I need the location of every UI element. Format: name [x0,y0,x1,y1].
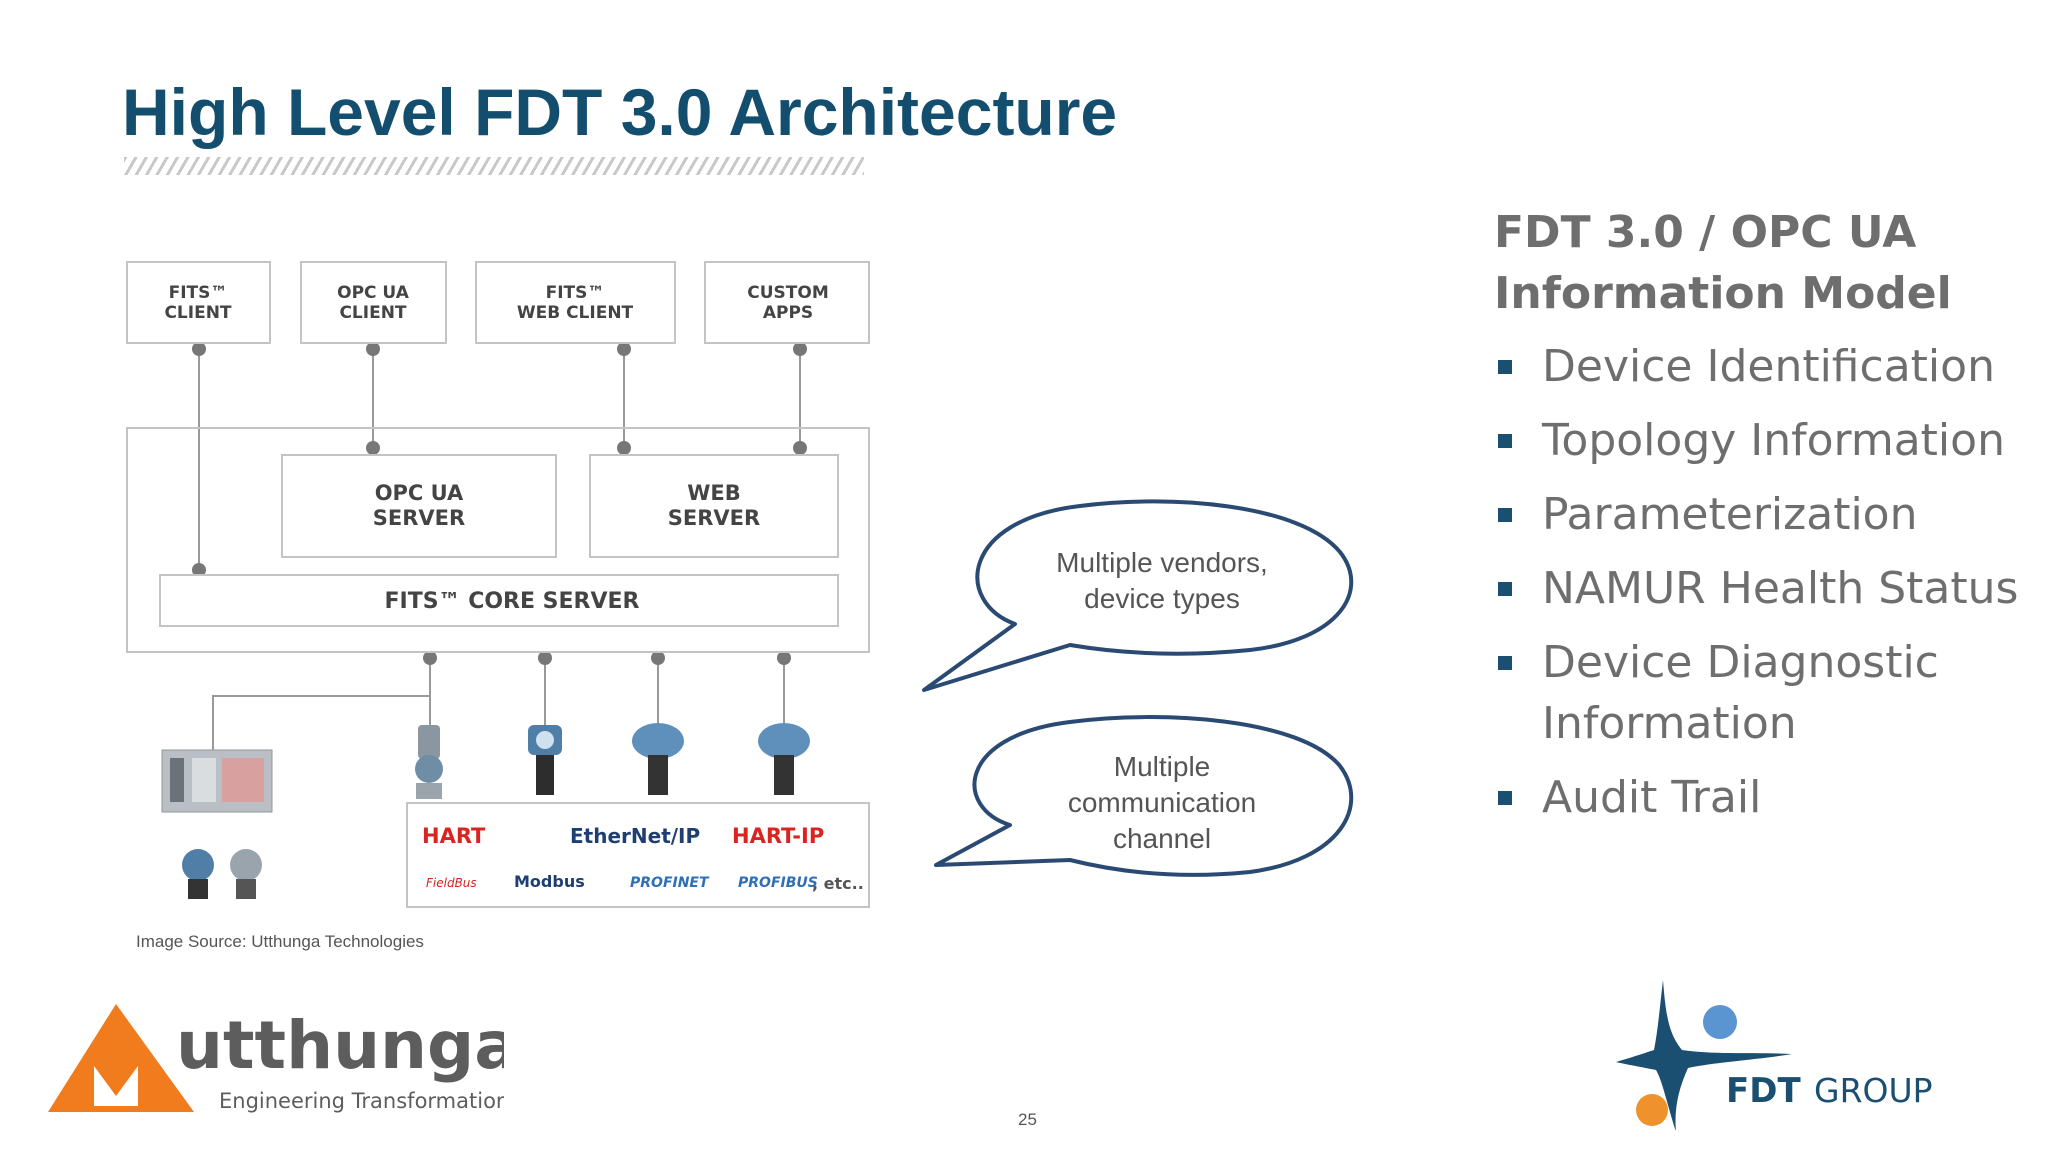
bullet-item: Parameterization [1494,484,2034,545]
server-label: SERVER [373,506,465,530]
bullet-item: Topology Information [1494,410,2034,471]
slide-title: High Level FDT 3.0 Architecture [122,75,1118,149]
field-device-icon [415,725,443,799]
field-device-icon [632,723,684,795]
client-box-opcua: OPC UA CLIENT [300,261,447,344]
protocol-ethernet-ip-logo: EtherNet/IP [570,824,700,848]
bullet-text: Topology Information [1542,415,2005,466]
bullet-item: Device Identification [1494,336,2034,397]
protocols-etc-label: , etc.. [812,874,864,893]
core-server-box: FITS™ CORE SERVER [159,574,839,627]
connector-dots [192,342,807,665]
protocol-profibus-logo: PROFIBUS [738,875,818,891]
bullet-square-icon [1498,791,1512,805]
protocols-box: HART EtherNet/IP HART-IP FieldBus Modbus… [406,802,870,908]
fdt-orange-dot-icon [1636,1094,1668,1126]
title-hatched-rule [124,157,864,175]
client-label: OPC UA [337,283,410,303]
protocol-modbus-logo: Modbus [514,872,585,891]
client-label: CLIENT [339,303,406,323]
protocol-fieldbus-logo: FieldBus [426,876,477,890]
bullet-text: Device Diagnostic Information [1542,637,1939,749]
bullet-square-icon [1498,360,1512,374]
bubble-vendors: Multiple vendors, device types [922,499,1354,692]
bullet-item: Device Diagnostic Information [1494,632,2034,754]
server-label: OPC UA [375,481,464,505]
client-label: CUSTOM [747,283,829,303]
client-label: FITS™ [169,283,228,303]
utthunga-logo-icon [48,1004,194,1112]
bullet-item: NAMUR Health Status [1494,558,2034,619]
page-number: 25 [1018,1110,1037,1129]
field-device-icon [528,725,562,795]
bubble-vendors-line1: Multiple vendors, [1056,547,1268,578]
client-box-web: FITS™ WEB CLIENT [475,261,676,344]
bullet-item: Audit Trail [1494,767,2034,828]
fdt-group-wordmark: GROUP [1814,1071,1933,1110]
bullet-text: Parameterization [1542,489,1918,540]
protocol-hart-logo: HART [422,824,486,848]
bullet-square-icon [1498,656,1512,670]
field-device-icon [758,723,810,795]
core-server-label: FITS™ CORE SERVER [384,589,639,614]
server-container [126,427,870,653]
bubble-channels-line1: Multiple [1114,751,1210,782]
utthunga-logo: utthunga Engineering Transformation [48,1004,504,1113]
web-server-box: WEB SERVER [589,454,839,558]
server-label: WEB [687,481,741,505]
info-panel-bullets: Device Identification Topology Informati… [1494,336,2034,841]
bullet-text: Audit Trail [1542,772,1762,823]
client-label: WEB CLIENT [517,303,634,323]
utthunga-wordmark: utthunga [176,1007,504,1084]
bubble-channels-line2: communication [1068,787,1256,818]
bullet-text: Device Identification [1542,341,1995,392]
protocol-hart-ip-logo: HART-IP [732,824,824,848]
server-label: SERVER [668,506,760,530]
client-box-fits: FITS™ CLIENT [126,261,271,344]
client-box-custom-apps: CUSTOM APPS [704,261,870,344]
image-source-caption: Image Source: Utthunga Technologies [136,932,424,951]
fdt-group-logo: FDT GROUP [1616,980,1933,1130]
fdt-star-icon [1616,980,1792,1130]
controller-icon [161,749,273,899]
info-panel-title: FDT 3.0 / OPC UA Information Model [1494,207,1952,319]
fdt-blue-dot-icon [1703,1005,1737,1039]
client-label: CLIENT [164,303,231,323]
utthunga-tagline: Engineering Transformation [219,1089,504,1113]
bullet-text: NAMUR Health Status [1542,563,2019,614]
architecture-diagram: FITS™ CLIENT OPC UA CLIENT FITS™ WEB CLI… [126,261,870,908]
bubble-channels: Multiple communication channel [934,715,1354,877]
speech-bubbles: Multiple vendors, device types Multiple … [922,499,1354,877]
fdt-wordmark: FDT [1726,1071,1801,1111]
bullet-square-icon [1498,434,1512,448]
bullet-square-icon [1498,582,1512,596]
connector-lines [198,349,801,770]
opc-ua-server-box: OPC UA SERVER [281,454,557,558]
client-label: APPS [763,303,813,323]
protocol-profinet-logo: PROFINET [630,875,710,891]
bubble-vendors-line2: device types [1084,583,1240,614]
bubble-channels-line3: channel [1113,823,1211,854]
bullet-square-icon [1498,508,1512,522]
client-label: FITS™ [546,283,605,303]
